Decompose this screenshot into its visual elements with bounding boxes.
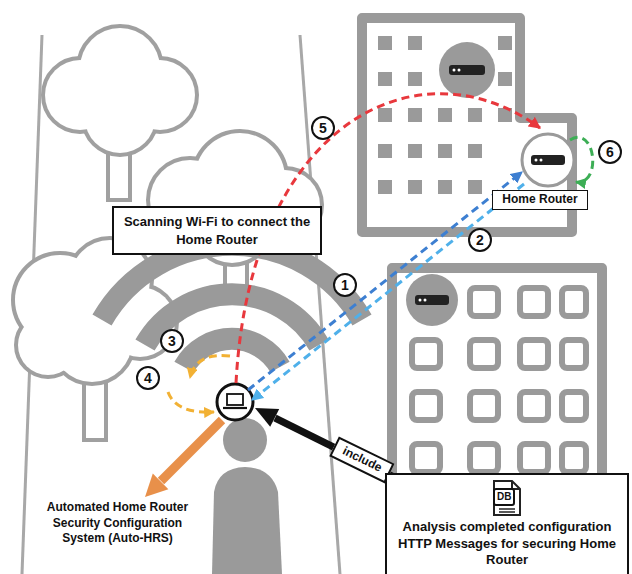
database-icon: DB — [490, 479, 524, 517]
node-text: Scanning Wi-Fi to connect the Home Route… — [120, 213, 314, 248]
callout-number: 4 — [136, 366, 160, 390]
label-box: Home Router — [492, 190, 588, 210]
person-figure — [212, 418, 282, 574]
callout-number: 2 — [468, 228, 492, 252]
node-text: Home Router — [497, 192, 583, 208]
system-label: Automated Home Router Security Configura… — [30, 500, 205, 547]
wifi-arcs — [102, 245, 362, 367]
callout-number: 6 — [598, 140, 622, 164]
callout-box: Scanning Wi-Fi to connect the Home Route… — [112, 206, 322, 255]
database-box: DB Analysis completed configuration HTTP … — [385, 473, 629, 574]
node-text: include — [340, 444, 385, 476]
callout-number: 3 — [160, 329, 184, 353]
callout-number: 1 — [333, 273, 357, 297]
callout-number: 5 — [311, 116, 335, 140]
node-text: Analysis completed configuration HTTP Me… — [391, 519, 623, 568]
icon-text: DB — [493, 488, 515, 506]
router-icons — [406, 42, 574, 326]
output-arrow — [145, 420, 222, 497]
